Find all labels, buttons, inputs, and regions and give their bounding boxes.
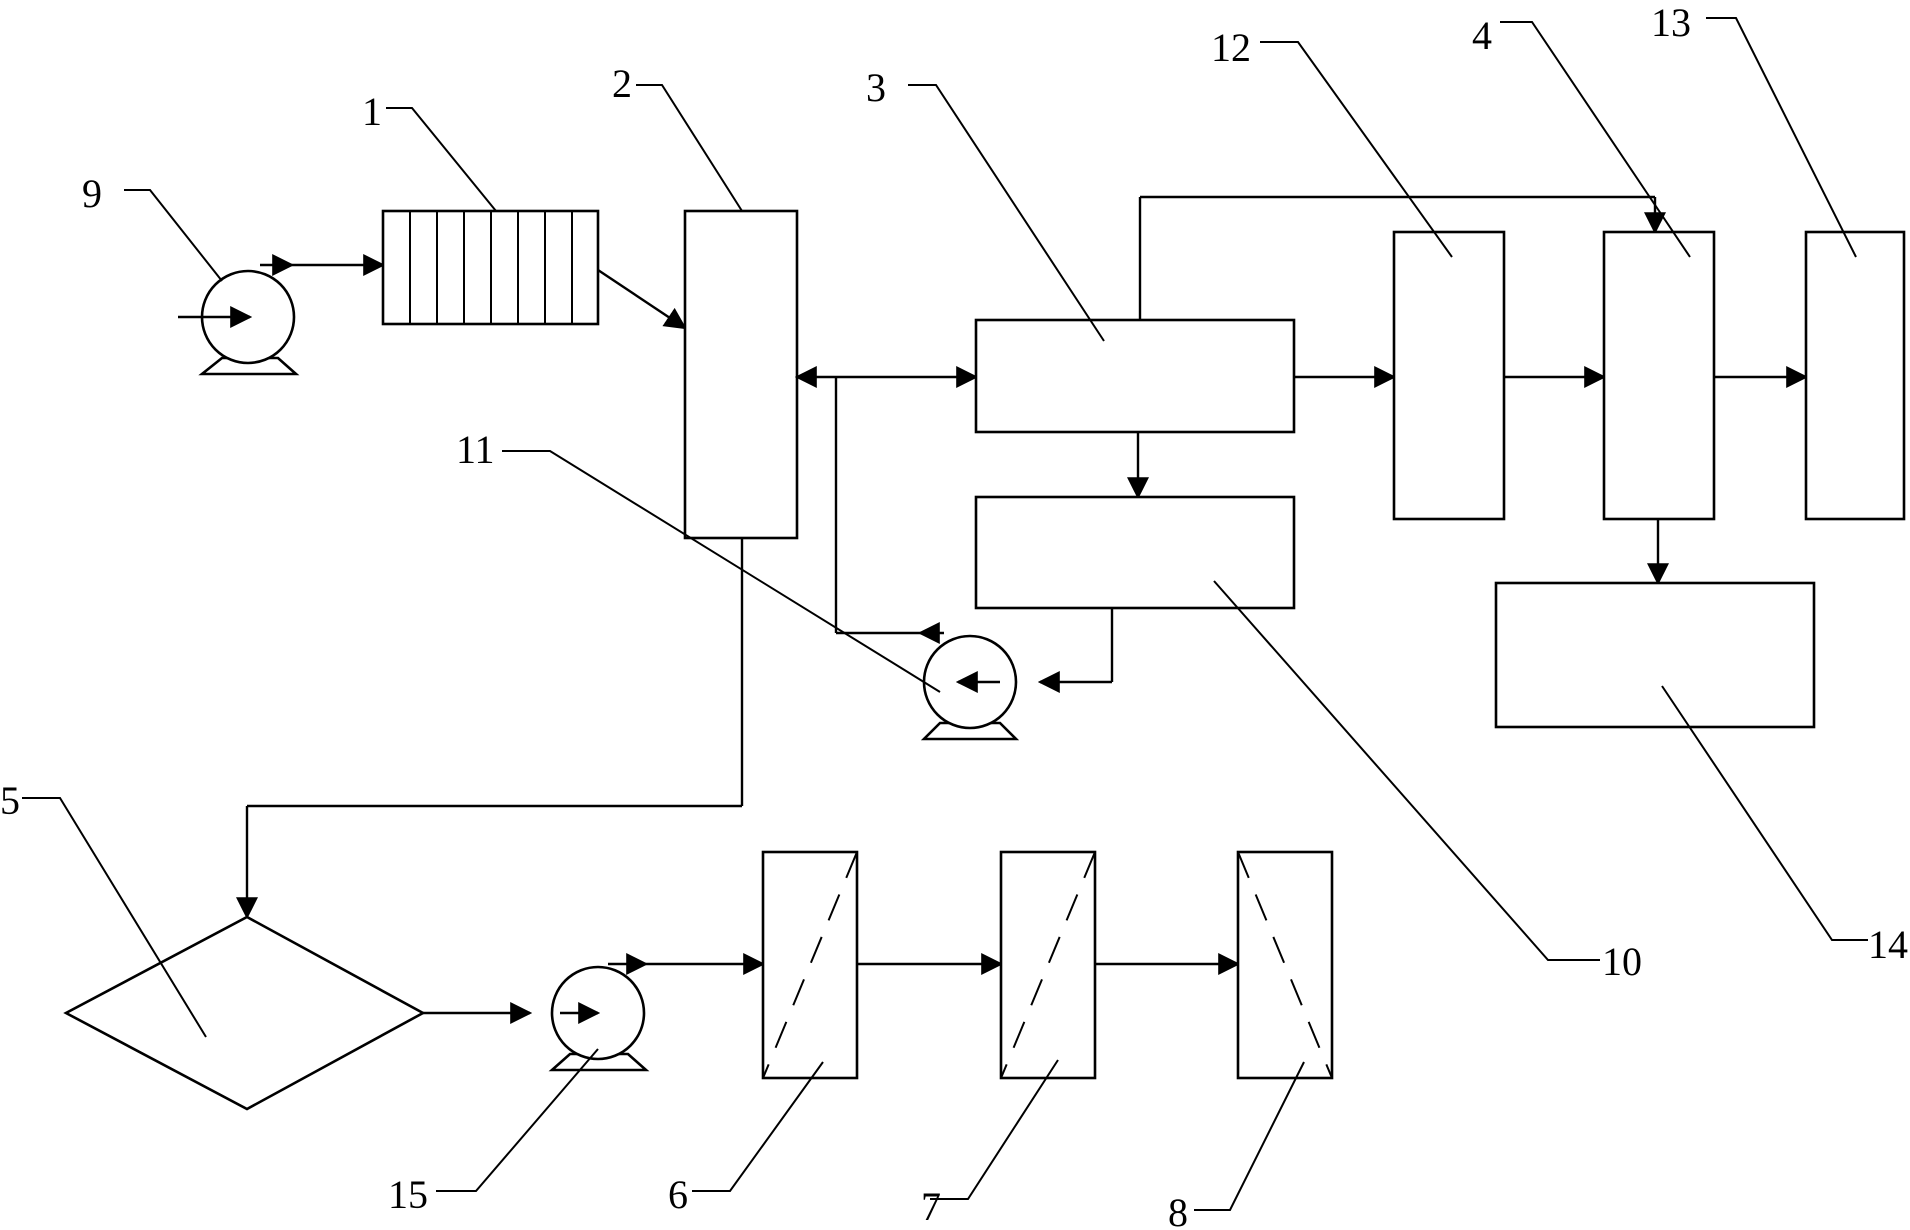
- unit-4: [1602, 230, 1716, 521]
- label-7: 7: [921, 1184, 941, 1229]
- pump-15: [548, 953, 766, 1072]
- label-8: 8: [1168, 1190, 1188, 1230]
- label-1: 1: [362, 89, 382, 134]
- unit-5-tank: [63, 915, 426, 1111]
- label-15: 15: [388, 1172, 428, 1217]
- pump-11: [917, 622, 1020, 741]
- unit-8-filter: [1236, 850, 1334, 1080]
- unit-13: [1804, 230, 1906, 521]
- label-12: 12: [1211, 25, 1251, 70]
- label-14: 14: [1868, 922, 1908, 967]
- label-11: 11: [456, 427, 495, 472]
- unit-3: [974, 318, 1296, 434]
- unit-2-column: [683, 209, 799, 540]
- flow-1-to-2: [597, 269, 687, 330]
- label-3: 3: [866, 65, 886, 110]
- recirculation-loop: [834, 377, 1114, 693]
- unit-10: [974, 495, 1296, 610]
- unit-12: [1392, 230, 1506, 521]
- pump-9: [178, 254, 386, 376]
- label-4: 4: [1472, 13, 1492, 58]
- label-6: 6: [668, 1172, 688, 1217]
- unit-6-filter: [761, 850, 859, 1080]
- label-13: 13: [1651, 0, 1691, 45]
- label-10: 10: [1602, 939, 1642, 984]
- unit-1-segmented-box: [381, 209, 600, 326]
- unit-14: [1494, 581, 1816, 729]
- label-9: 9: [82, 171, 102, 216]
- leader-lines: [22, 17, 1868, 1211]
- flow-2-to-5: [236, 538, 744, 920]
- label-5: 5: [0, 778, 20, 823]
- flow-3-to-4-bypass: [1138, 195, 1666, 320]
- unit-7-filter: [999, 850, 1097, 1080]
- label-2: 2: [612, 61, 632, 106]
